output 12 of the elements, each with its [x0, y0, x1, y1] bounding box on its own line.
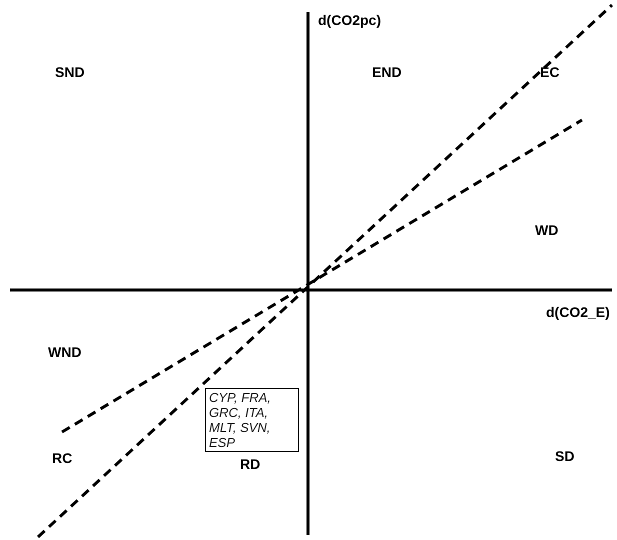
- quadrant-label: RC: [52, 450, 72, 466]
- quadrant-label: SD: [555, 448, 574, 464]
- country-list-box: [205, 388, 299, 452]
- quadrant-label: EC: [540, 64, 560, 80]
- quadrant-label: SND: [55, 64, 85, 80]
- axis-label: d(CO2_E): [546, 304, 610, 320]
- quadrant-label: WND: [48, 344, 82, 360]
- quadrant-label: END: [372, 64, 402, 80]
- country-list: CYP, FRA, GRC, ITA, MLT, SVN, ESP: [209, 390, 271, 450]
- quadrant-label: WD: [535, 222, 558, 238]
- quadrant-label: RD: [240, 456, 260, 472]
- axis-label: d(CO2pc): [318, 12, 381, 28]
